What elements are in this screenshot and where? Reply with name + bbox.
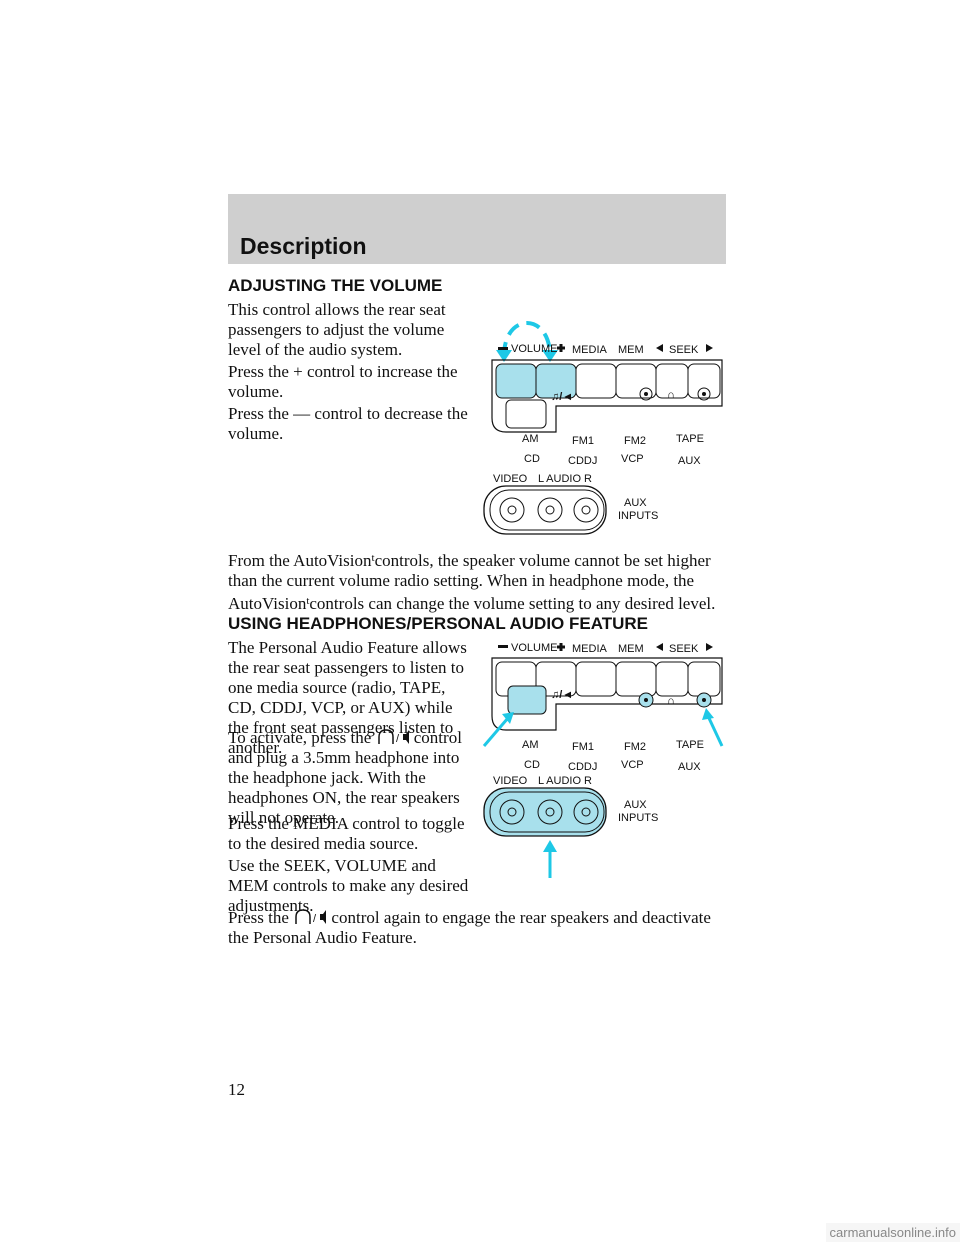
volume-label: VOLUME [511, 642, 557, 654]
mem-label: MEM [618, 344, 644, 356]
aux-inputs-label: INPUTS [618, 510, 658, 522]
arrow-icon [482, 717, 510, 747]
trademark-symbol: t [371, 552, 375, 564]
paragraph: Press the MEDIA control to toggle to the… [228, 814, 465, 853]
paragraph: Press the + control to increase the volu… [228, 362, 458, 401]
vcp-label: VCP [621, 453, 644, 465]
paragraph: Press the / control again to engage the … [228, 908, 728, 948]
fm2-label: FM2 [624, 741, 646, 753]
text: From the AutoVision [228, 551, 372, 570]
text: To activate, press the [228, 728, 372, 747]
cd-label: CD [524, 759, 540, 771]
vcp-label: VCP [621, 759, 644, 771]
headphone-speaker-icon: / [295, 909, 327, 925]
text: control and plug a 3.5mm headphone into … [228, 728, 462, 827]
section-heading-headphones: USING HEADPHONES/PERSONAL AUDIO FEATURE [228, 614, 649, 633]
cddj-label: CDDJ [568, 761, 597, 773]
svg-text:/: / [396, 733, 400, 745]
media-label: MEDIA [572, 643, 608, 655]
tape-label: TAPE [676, 433, 704, 445]
media-label: MEDIA [572, 344, 608, 356]
control-panel-svg: VOLUME MEDIA MEM SEEK ♫/◄ ∩ AM FM1 FM2 T… [483, 321, 723, 535]
audio-label: L AUDIO R [538, 473, 592, 485]
video-label: VIDEO [493, 775, 528, 787]
paragraph: Press the — control to decrease the volu… [228, 404, 468, 443]
svg-text:/: / [313, 913, 317, 925]
text: Press the [228, 908, 289, 927]
control-panel-diagram-headphones: VOLUME MEDIA MEM SEEK ♫/◄ ∩ AM FM1 FM2 T… [478, 634, 728, 884]
am-label: AM [522, 433, 539, 445]
cddj-label: CDDJ [568, 455, 597, 467]
aux-inputs-label: AUX [624, 799, 647, 811]
section-heading-volume: ADJUSTING THE VOLUME [228, 276, 443, 295]
video-label: VIDEO [493, 473, 528, 485]
trademark-symbol: t [306, 595, 310, 607]
paragraph: Use the SEEK, VOLUME and MEM controls to… [228, 856, 469, 915]
text: control again to engage the rear speaker… [228, 908, 711, 947]
tape-label: TAPE [676, 739, 704, 751]
header-band: Description [228, 194, 726, 264]
headphone-speaker-icon: ♫/◄ [551, 391, 573, 403]
text: controls can change the volume setting t… [309, 594, 716, 613]
aux-inputs-label: INPUTS [618, 812, 658, 824]
cd-label: CD [524, 453, 540, 465]
seek-label: SEEK [669, 344, 699, 356]
paragraph: From the AutoVisiontcontrols, the speake… [228, 548, 728, 614]
aux-inputs-label: AUX [624, 497, 647, 509]
watermark: carmanualsonline.info [825, 1223, 960, 1242]
volume-label: VOLUME [511, 343, 557, 355]
aux-label: AUX [678, 761, 701, 773]
seek-label: SEEK [669, 643, 699, 655]
paragraph: To activate, press the / control and plu… [228, 728, 476, 828]
page-number: 12 [228, 1080, 245, 1099]
am-label: AM [522, 739, 539, 751]
arrow-icon [706, 715, 724, 747]
page-title: Description [240, 233, 367, 259]
audio-label: L AUDIO R [538, 775, 592, 787]
control-panel-diagram-volume: VOLUME MEDIA MEM SEEK ♫/◄ ∩ AM FM1 FM2 T… [478, 300, 728, 540]
text: controls, the speaker volume cannot be s… [228, 551, 711, 613]
headphone-speaker-icon: / [377, 729, 409, 745]
aux-label: AUX [678, 455, 701, 467]
dashed-arc-icon [502, 321, 552, 357]
control-panel-svg: VOLUME MEDIA MEM SEEK ♫/◄ ∩ AM FM1 FM2 T… [482, 642, 724, 878]
headphone-icon: ∩ [667, 695, 675, 707]
fm1-label: FM1 [572, 741, 594, 753]
paragraph: The Personal Audio Feature allows the re… [228, 638, 467, 757]
mem-label: MEM [618, 643, 644, 655]
arrowhead-icon [496, 350, 512, 362]
arrowhead-icon [542, 350, 558, 362]
headphone-speaker-icon: ♫/◄ [551, 689, 573, 701]
fm1-label: FM1 [572, 435, 594, 447]
fm2-label: FM2 [624, 435, 646, 447]
paragraph: This control allows the rear seat passen… [228, 300, 446, 359]
headphone-icon: ∩ [667, 389, 675, 401]
